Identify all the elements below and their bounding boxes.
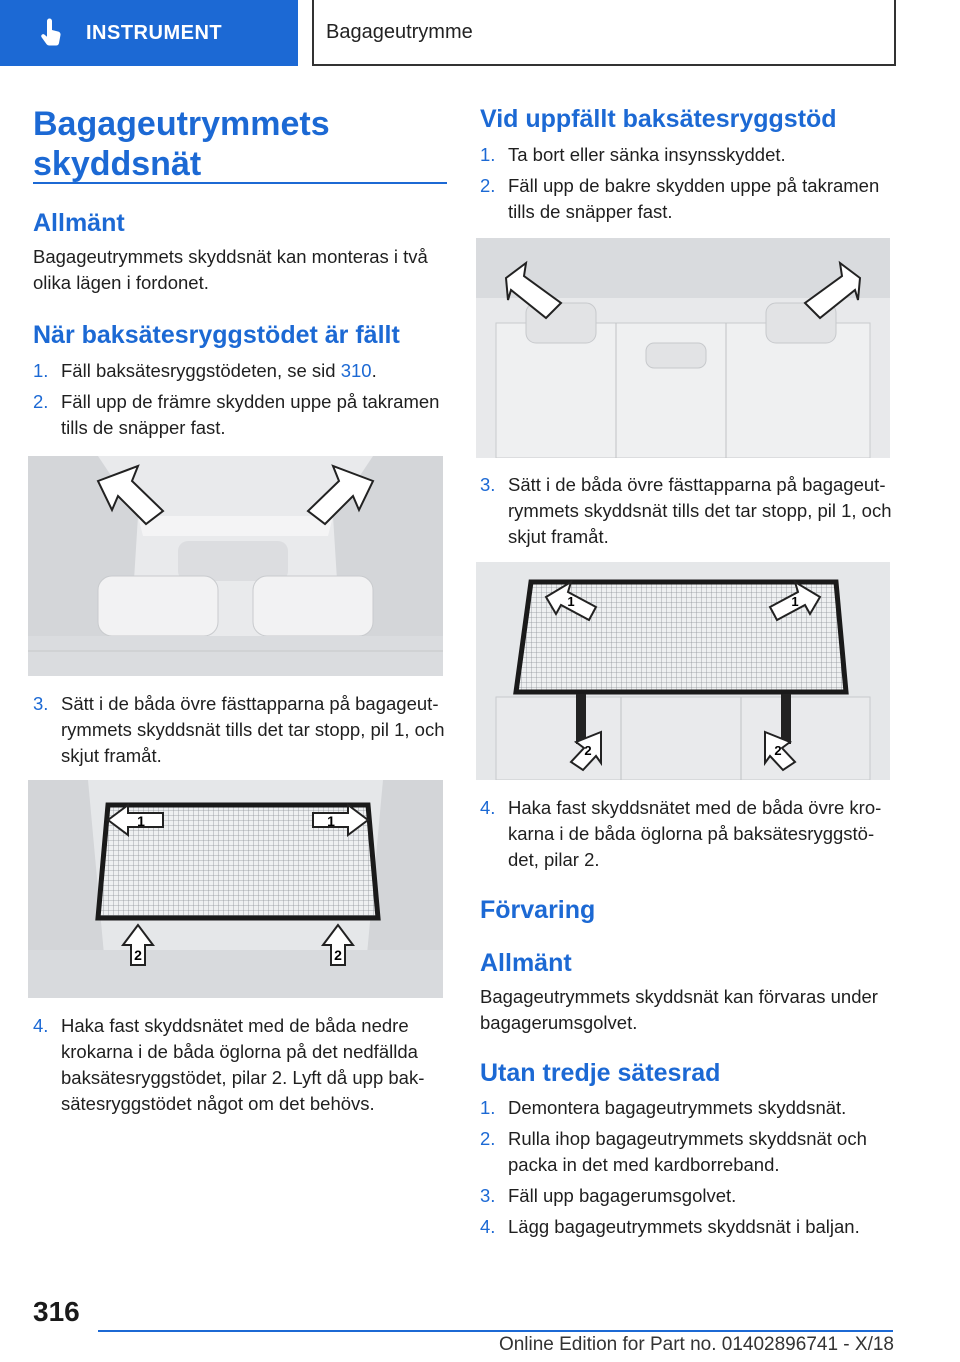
touch-hand-icon xyxy=(41,18,61,46)
step-number: 2. xyxy=(33,391,49,412)
step-number: 3. xyxy=(480,474,496,495)
step-number: 3. xyxy=(33,693,49,714)
general-text: Bagageutrymmets skyddsnät kan monteras i… xyxy=(33,246,428,293)
left-step-4: 4. Haka fast skyddsnätet med de båda ned… xyxy=(33,1013,447,1117)
figure-front-clips xyxy=(28,456,443,676)
arrow-label: 1 xyxy=(137,813,145,829)
general-heading: Allmänt xyxy=(33,209,125,237)
upright-heading: Vid uppfällt baksätesryggstöd xyxy=(480,105,837,133)
right-step-3: 3. Sätt i de båda övre fästtapparna på b… xyxy=(480,472,892,550)
step-text: Haka fast skyddsnätet med de båda övre k… xyxy=(508,797,882,870)
right-step-4: 4. Haka fast skyddsnätet med de båda övr… xyxy=(480,795,892,873)
step-number: 1. xyxy=(480,1097,496,1118)
no-third-row-heading: Utan tredje sätesrad xyxy=(480,1059,721,1087)
page-title: Bagageutrymmets skyddsnät xyxy=(33,105,330,183)
step-text: Fäll baksätesryggstödeten, se sid xyxy=(61,360,341,381)
step-number: 4. xyxy=(480,1216,496,1237)
step-number: 2. xyxy=(480,175,496,196)
right-step-2: 2. Fäll upp de bakre skydden uppe på tak… xyxy=(480,173,892,225)
step-number: 3. xyxy=(480,1185,496,1206)
step-number: 2. xyxy=(480,1128,496,1149)
step-number: 1. xyxy=(480,144,496,165)
arrow-label: 1 xyxy=(567,594,574,609)
storage-step-2: 2. Rulla ihop bagageutrymmets skyddsnät … xyxy=(480,1126,892,1178)
section-title-text: Bagageutrymme xyxy=(326,20,473,43)
page-link-310[interactable]: 310 xyxy=(340,360,372,381)
step-number: 4. xyxy=(480,797,496,818)
figure-rear-clips xyxy=(476,238,890,458)
arrow-label: 1 xyxy=(327,813,335,829)
step-text: Rulla ihop bagageutrymmets skyddsnät och… xyxy=(508,1128,867,1175)
edition-text: Online Edition for Part no. 01402896741 … xyxy=(498,1334,894,1355)
chapter-tab[interactable]: INSTRUMENT xyxy=(0,0,298,66)
step-number: 1. xyxy=(33,360,49,381)
arrow-label: 2 xyxy=(584,743,591,758)
storage-step-1: 1. Demontera bagageutrymmets skyddsnät. xyxy=(480,1095,892,1121)
step-text: Fäll upp bagagerumsgolvet. xyxy=(508,1185,737,1206)
arrow-label: 2 xyxy=(334,947,342,963)
storage-general-text: Bagageutrymmets skyddsnät kan förvaras u… xyxy=(480,986,878,1033)
arrow-label: 2 xyxy=(134,947,142,963)
arrow-label: 1 xyxy=(791,594,798,609)
step-text: Lägg bagageutrymmets skyddsnät i baljan. xyxy=(508,1216,860,1237)
step-text: Ta bort eller sänka insynsskyddet. xyxy=(508,144,786,165)
step-text: Haka fast skyddsnätet med de båda nedre … xyxy=(61,1015,425,1114)
footer-rule xyxy=(98,1330,893,1332)
title-underline xyxy=(33,182,447,184)
storage-general-heading: Allmänt xyxy=(480,949,572,977)
page-number: 316 xyxy=(33,1296,80,1327)
storage-step-4: 4. Lägg bagageutrymmets skyddsnät i balj… xyxy=(480,1214,892,1240)
step-text: Demontera bagageutrymmets skyddsnät. xyxy=(508,1097,847,1118)
step-text: Sätt i de båda övre fästtapparna på baga… xyxy=(508,474,892,547)
step-text: Fäll upp de bakre skydden uppe på takram… xyxy=(508,175,880,222)
step-text: Fäll upp de främre skydden uppe på takra… xyxy=(61,391,440,438)
step-text: Sätt i de båda övre fästtapparna på baga… xyxy=(61,693,445,766)
left-step-3: 3. Sätt i de båda övre fästtapparna på b… xyxy=(33,691,447,769)
chapter-tab-label: INSTRUMENT xyxy=(86,21,223,44)
figure-net-folded: 1 1 2 2 xyxy=(28,780,443,998)
section-title: Bagageutrymme xyxy=(312,0,896,66)
right-step-1: 1. Ta bort eller sänka insynsskyddet. xyxy=(480,142,892,168)
left-step-1: 1. Fäll baksätesryggstödeten, se sid 310… xyxy=(33,358,447,384)
storage-heading: Förvaring xyxy=(480,896,596,924)
step-number: 4. xyxy=(33,1015,49,1036)
figure-net-upright: 1 1 2 2 xyxy=(476,562,890,780)
folded-heading: När baksätesryggstödet är fällt xyxy=(33,321,400,349)
arrow-label: 2 xyxy=(774,743,781,758)
left-step-2: 2. Fäll upp de främre skydden uppe på ta… xyxy=(33,389,447,441)
storage-step-3: 3. Fäll upp bagagerumsgolvet. xyxy=(480,1183,892,1209)
